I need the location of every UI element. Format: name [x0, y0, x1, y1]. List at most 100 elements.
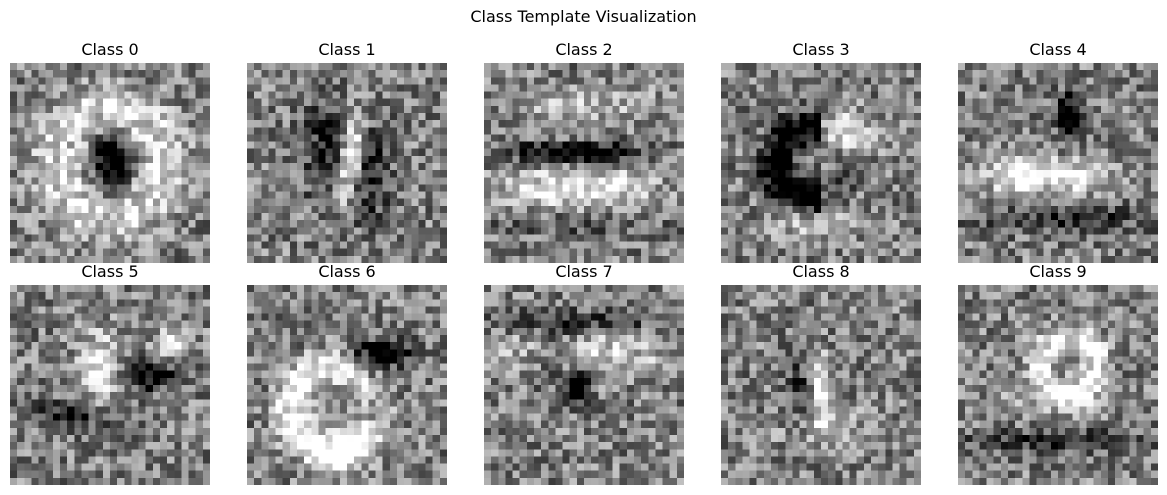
heatmap-cell: [842, 91, 850, 99]
heatmap-cell: [117, 420, 125, 428]
heatmap-cell: [425, 141, 433, 149]
heatmap-cell: [95, 392, 103, 400]
heatmap-cell: [576, 198, 585, 206]
heatmap-cell: [289, 70, 298, 78]
heatmap-cell: [361, 84, 369, 92]
heatmap-cell: [598, 177, 606, 185]
heatmap-cell: [24, 477, 32, 485]
heatmap-cell: [60, 349, 68, 357]
heatmap-cell: [1143, 91, 1151, 99]
heatmap-cell: [10, 91, 18, 99]
heatmap-cell: [60, 127, 68, 135]
heatmap-cell: [1129, 105, 1137, 114]
heatmap-cell: [368, 148, 376, 156]
heatmap-cell: [375, 255, 383, 263]
heatmap-cell: [67, 227, 75, 235]
heatmap-cell: [1108, 141, 1116, 149]
heatmap-cell: [634, 63, 642, 71]
heatmap-cell: [828, 184, 836, 192]
heatmap-cell: [813, 170, 822, 178]
heatmap-cell: [339, 84, 348, 92]
heatmap-cell: [612, 184, 620, 192]
heatmap-cell: [662, 184, 670, 192]
heatmap-cell: [958, 127, 966, 135]
heatmap-cell: [519, 177, 527, 185]
heatmap-cell: [1050, 141, 1059, 149]
heatmap-cell: [591, 98, 599, 106]
heatmap-cell: [10, 213, 18, 221]
heatmap-cell: [605, 184, 613, 192]
heatmap-cell: [778, 255, 786, 263]
heatmap-cell: [311, 184, 319, 192]
heatmap-cell: [842, 163, 850, 171]
heatmap-cell: [512, 70, 520, 78]
heatmap-cell: [110, 363, 118, 371]
heatmap-cell: [591, 127, 599, 135]
heatmap-cell: [806, 220, 814, 228]
heatmap-cell: [368, 306, 376, 314]
heatmap-cell: [411, 163, 419, 171]
heatmap-cell: [138, 220, 146, 228]
heatmap-cell: [404, 234, 412, 242]
heatmap-cell: [641, 141, 649, 149]
heatmap-cell: [1015, 148, 1023, 156]
heatmap-cell: [641, 234, 649, 242]
heatmap-cell: [60, 241, 68, 249]
heatmap-cell: [289, 141, 298, 149]
heatmap-cell: [835, 198, 843, 206]
heatmap-cell: [871, 255, 879, 263]
heatmap-cell: [1122, 70, 1130, 78]
heatmap-cell: [505, 84, 513, 92]
heatmap-cell: [382, 313, 390, 321]
heatmap-cell: [17, 241, 25, 249]
heatmap-cell: [131, 377, 139, 386]
heatmap-cell: [1136, 155, 1144, 164]
heatmap-cell: [188, 363, 196, 371]
heatmap-cell: [965, 170, 973, 178]
heatmap-cell: [325, 84, 333, 92]
heatmap-cell: [763, 134, 772, 142]
heatmap-cell: [1043, 77, 1051, 85]
heatmap-cell: [297, 177, 305, 185]
heatmap-cell: [375, 349, 383, 357]
heatmap-cell: [347, 191, 355, 199]
heatmap-cell: [124, 213, 132, 221]
heatmap-cell: [74, 141, 82, 149]
heatmap-cell: [145, 442, 153, 450]
heatmap-cell: [418, 177, 426, 185]
heatmap-cell: [52, 427, 61, 436]
heatmap-cell: [749, 63, 757, 71]
heatmap-cell: [131, 77, 139, 85]
heatmap-cell: [885, 205, 893, 214]
heatmap-cell: [591, 134, 599, 142]
heatmap-cell: [892, 191, 900, 199]
heatmap-cell: [361, 148, 369, 156]
heatmap-cell: [81, 463, 89, 471]
heatmap-cell: [174, 148, 182, 156]
heatmap-cell: [318, 120, 326, 128]
heatmap-cell: [728, 163, 736, 171]
heatmap-cell: [181, 63, 189, 71]
heatmap-cell: [1008, 105, 1016, 114]
heatmap-cell: [131, 320, 139, 328]
heatmap-cell: [397, 127, 405, 135]
heatmap-cell: [871, 105, 879, 114]
heatmap-cell: [1129, 120, 1137, 128]
heatmap-cell: [1150, 170, 1158, 178]
heatmap-cell: [202, 163, 210, 171]
heatmap-cell: [432, 220, 440, 228]
heatmap-cell: [88, 255, 96, 263]
heatmap-cell: [562, 120, 570, 128]
heatmap-cell: [756, 84, 764, 92]
heatmap-cell: [268, 77, 276, 85]
heatmap-cell: [339, 105, 348, 114]
heatmap-cell: [339, 205, 348, 214]
heatmap-cell: [569, 205, 577, 214]
heatmap-cell: [297, 141, 305, 149]
heatmap-cell: [174, 113, 182, 121]
heatmap-cell: [145, 91, 153, 99]
heatmap-cell: [655, 91, 663, 99]
heatmap-cell: [1000, 77, 1009, 85]
heatmap-cell: [555, 141, 563, 149]
heatmap-cell: [856, 91, 864, 99]
